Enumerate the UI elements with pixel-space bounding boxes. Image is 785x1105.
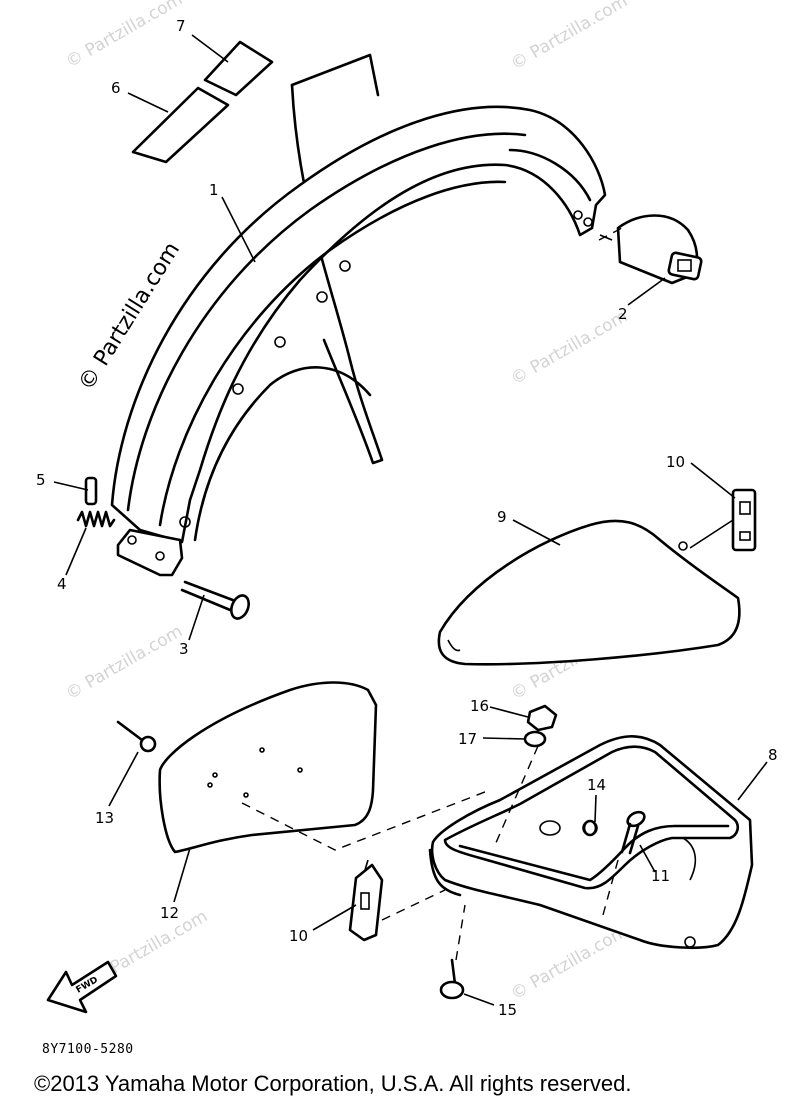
diagram-part-code: 8Y7100-5280 bbox=[42, 1042, 134, 1057]
callout-3: 3 bbox=[179, 640, 189, 658]
copyright-notice: ©2013 Yamaha Motor Corporation, U.S.A. A… bbox=[34, 1071, 632, 1096]
grommet-part-14 bbox=[582, 819, 598, 837]
forward-arrow-icon: FWD bbox=[46, 960, 118, 1014]
watermark: © Partzilla.com bbox=[508, 0, 632, 74]
callout-2: 2 bbox=[618, 305, 628, 323]
callout-numbers: 7 6 1 2 5 4 3 8 9 10 10 11 12 13 14 15 1… bbox=[36, 17, 778, 1019]
watermark: © Partzilla.com bbox=[508, 306, 632, 389]
callout-4: 4 bbox=[57, 575, 67, 593]
screw-part-15 bbox=[439, 958, 465, 1000]
callout-11: 11 bbox=[651, 867, 670, 885]
callout-6: 6 bbox=[111, 79, 121, 97]
callout-10-upper: 10 bbox=[666, 453, 685, 471]
leader-lines bbox=[53, 34, 768, 1006]
callout-17: 17 bbox=[458, 730, 477, 748]
cover-part-9 bbox=[437, 519, 741, 666]
washer-part-17 bbox=[523, 730, 547, 748]
callout-9: 9 bbox=[497, 508, 507, 526]
latch-part-2 bbox=[599, 214, 703, 285]
callout-1: 1 bbox=[209, 181, 219, 199]
assembly-lines bbox=[241, 227, 623, 961]
screw-part-13 bbox=[116, 720, 157, 753]
callout-15: 15 bbox=[498, 1001, 517, 1019]
pin-part-3 bbox=[180, 580, 250, 620]
callout-16: 16 bbox=[470, 697, 489, 715]
callout-14: 14 bbox=[587, 776, 606, 794]
pin-part-5 bbox=[84, 476, 98, 506]
tag-part-10-upper bbox=[689, 488, 757, 552]
callout-8: 8 bbox=[768, 746, 778, 764]
callout-12: 12 bbox=[160, 904, 179, 922]
decal-7 bbox=[203, 40, 274, 97]
tray-part-8 bbox=[428, 735, 754, 950]
decal-labels bbox=[131, 40, 274, 164]
spring-part-4 bbox=[76, 510, 116, 528]
callout-5: 5 bbox=[36, 471, 46, 489]
watermark: © Partzilla.com bbox=[508, 921, 632, 1004]
bolt-part-11 bbox=[620, 810, 646, 855]
chain-guard bbox=[110, 53, 607, 577]
panel-part-12 bbox=[158, 681, 378, 854]
watermark: © Partzilla.com bbox=[63, 0, 187, 72]
callout-7: 7 bbox=[176, 17, 186, 35]
decal-6 bbox=[131, 86, 230, 164]
callout-10-lower: 10 bbox=[289, 927, 308, 945]
watermark: © Partzilla.com bbox=[63, 621, 187, 704]
callout-13: 13 bbox=[95, 809, 114, 827]
nut-part-16 bbox=[526, 704, 558, 732]
tag-part-10-lower bbox=[348, 859, 384, 942]
